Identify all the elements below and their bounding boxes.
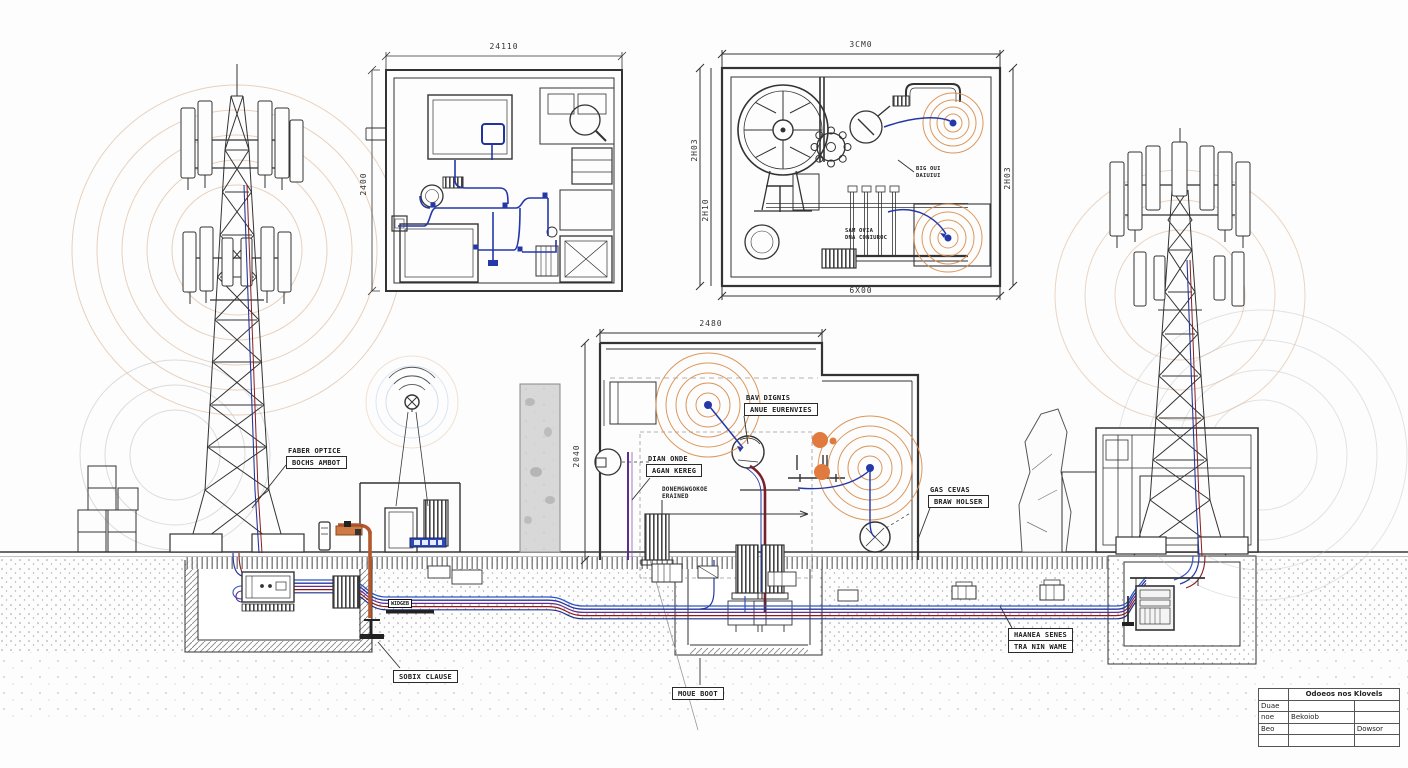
label-dian: DIAN ONDE AGAN KEREG <box>646 455 703 477</box>
title-block-cell: noe <box>1257 711 1290 724</box>
service-pipe <box>318 521 384 639</box>
title-block-cell <box>1288 734 1355 747</box>
tower-feed-cable-blue <box>1186 259 1200 557</box>
dimension-lines <box>580 328 827 565</box>
label-donem-line1: DONEMGWGOKOE <box>662 486 708 493</box>
signal-target-bottom <box>913 203 983 273</box>
pipe-manifold <box>766 185 968 256</box>
label-sobix: SOBIX CLAUSE <box>393 670 458 683</box>
label-bay: BAV DIGNIS ANUE EURENVIES <box>744 394 818 416</box>
label-fiber-title: FABER OPTICE <box>288 447 341 455</box>
label-leaders <box>251 159 1013 685</box>
right-cable-vault <box>1107 555 1257 665</box>
tower-feed-cable-blue <box>243 184 260 554</box>
dim-plan-right-bottom: 6X00 <box>849 286 872 295</box>
gray-pillar <box>519 383 561 553</box>
valve-circle <box>849 110 883 144</box>
dim-plan-left-width: 24110 <box>489 42 518 51</box>
label-sobix-box: SOBIX CLAUSE <box>393 670 458 683</box>
title-block-cell: Dowsor <box>1353 722 1401 735</box>
label-fiber-optics: FABER OPTICE BOCHS AMBOT <box>286 447 347 469</box>
rock-pillar <box>1018 408 1072 553</box>
label-linea-line1: HAANEA SENES <box>1014 630 1067 639</box>
right-cell-tower <box>1109 128 1251 557</box>
label-linea: HAANEA SENES TRA NIN WAME <box>1008 628 1073 653</box>
label-bigoui: BIG OUI DAIUIUI <box>916 166 941 180</box>
title-block-cell <box>1288 699 1355 712</box>
title-block: Odoeos nos Klovels Duae noe Bekoiob Beo … <box>1257 688 1401 747</box>
label-sam-line1: SAM OVIA <box>845 228 874 234</box>
label-gas-title: GAS CEVAS <box>930 486 970 494</box>
title-block-cell <box>1288 722 1355 735</box>
plan-top-left: 24110 2400 <box>359 42 627 296</box>
tower-feed-cable-red <box>1189 259 1203 557</box>
left-cell-tower <box>169 64 305 554</box>
plan-right-wiring <box>883 117 957 242</box>
title-block-cell: Bekoiob <box>1288 711 1355 724</box>
signal-target-top <box>922 92 984 154</box>
wifi-antenna <box>365 355 459 507</box>
title-block-cell <box>1353 711 1401 724</box>
dim-plan-mid-width: 2480 <box>699 319 722 328</box>
label-gas-box: BRAW HOLSER <box>928 495 989 508</box>
label-sam-line2: DNA CONIUROC <box>845 235 888 241</box>
tower-feed-cable-red <box>246 184 263 554</box>
dim-plan-right-right: 2H03 <box>1003 166 1012 189</box>
label-gas: GAS CEVAS BRAW HOLSER <box>928 486 989 508</box>
underground-equipment <box>241 563 1205 631</box>
title-block-cell: Duae <box>1257 699 1290 712</box>
label-bay-box: ANUE EURENVIES <box>744 403 818 416</box>
perspective-line <box>649 559 699 731</box>
label-fiber-box: BOCHS AMBOT <box>286 456 347 469</box>
plan-mid-wiring <box>627 401 876 612</box>
dim-plan-left-height: 2400 <box>359 172 368 195</box>
label-moue: MOUE BOOT <box>672 687 724 700</box>
dim-plan-right-width: 3CM0 <box>849 40 872 49</box>
label-bigoui-line1: BIG OUI <box>916 166 941 172</box>
label-sam: SAM OVIA DNA CONIUROC <box>845 228 887 242</box>
dim-plan-right-left-a: 2H03 <box>690 138 699 161</box>
stacked-block-building <box>77 465 139 553</box>
orange-markers <box>812 432 837 480</box>
antenna-panels-upper <box>1109 141 1251 248</box>
dimension-lines <box>695 49 1018 301</box>
label-moue-box: MOUE BOOT <box>672 687 724 700</box>
dim-plan-mid-height: 2040 <box>572 444 581 467</box>
plan-left-wiring <box>398 123 557 266</box>
title-block-header: Odoeos nos Klovels <box>1288 688 1400 701</box>
title-block-cell <box>1353 734 1401 747</box>
label-donem-line2: ERAINED <box>662 493 689 500</box>
gear <box>810 126 852 168</box>
pavement-hatch <box>186 557 1108 569</box>
title-block-cell <box>1353 699 1401 712</box>
dimension-lines <box>367 51 627 296</box>
label-dian-title: DIAN ONDE <box>648 455 688 463</box>
title-block-cell <box>1257 734 1290 747</box>
right-building <box>1061 427 1259 553</box>
label-widgeb: WIDGEB <box>388 599 413 608</box>
dim-plan-right-left-b: 2H10 <box>701 198 710 221</box>
label-dian-box: AGAN KEREG <box>646 464 703 477</box>
label-donem: DONEMGWGOKOE ERAINED <box>662 486 708 500</box>
label-bigoui-line2: DAIUIUI <box>916 173 941 179</box>
mid-shelter <box>359 482 483 585</box>
antenna-panels-upper <box>180 100 304 190</box>
donem-arrow <box>661 500 809 518</box>
antenna-panels-lower <box>1133 251 1245 307</box>
title-block-cell: Beo <box>1257 722 1290 735</box>
antenna-panels-lower <box>182 226 292 304</box>
plan-top-right: 3CM0 6X00 2H03 2H10 2H03 <box>690 40 1018 301</box>
label-bay-title: BAV DIGNIS <box>746 394 791 402</box>
label-linea-line2: TRA NIN WAME <box>1009 640 1072 652</box>
title-block-cell <box>1257 688 1290 701</box>
